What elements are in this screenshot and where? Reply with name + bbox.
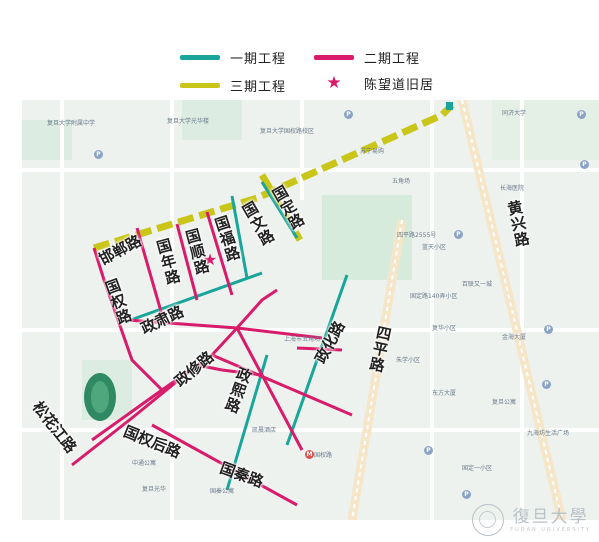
poi-label: 国定一小区 bbox=[462, 465, 493, 472]
park-area bbox=[182, 100, 242, 140]
phase3-guoding-road bbox=[258, 173, 304, 242]
parking-icon: P bbox=[542, 380, 551, 389]
legend-item-phase3: 三期工程 bbox=[180, 76, 286, 95]
legend-item-phase1: 一期工程 bbox=[180, 48, 286, 67]
legend-item-landmark: ★ 陈望道旧居 bbox=[314, 73, 435, 94]
poi-label: 东方大厦 bbox=[432, 390, 457, 397]
huangxing-road-base bbox=[457, 100, 567, 520]
stadium-inner bbox=[91, 381, 109, 413]
poi-label: 九海坊生活广场 bbox=[527, 430, 570, 437]
poi-label: 复旦大学国权路校区 bbox=[260, 128, 315, 135]
poi-label: 金海大厦 bbox=[502, 334, 527, 341]
legend-label-phase2: 二期工程 bbox=[364, 52, 421, 67]
parking-icon: P bbox=[580, 160, 589, 169]
legend-label-phase1: 一期工程 bbox=[230, 52, 287, 67]
parking-icon: P bbox=[454, 230, 463, 239]
poi-label: 国秦公寓 bbox=[210, 488, 235, 495]
poi-label: 朱学小区 bbox=[396, 357, 421, 364]
poi-label: 中通公寓 bbox=[132, 460, 157, 467]
logo-text: 復旦大學 FUDAN UNIVERSITY bbox=[510, 506, 591, 533]
fudan-logo: 復旦大學 FUDAN UNIVERSITY bbox=[472, 504, 591, 536]
parking-icon: P bbox=[94, 150, 103, 159]
map[interactable]: ★ 复旦大学附属中学 复旦大学光华楼 复旦大学国权路校区 同济大学 苏宁易购 五… bbox=[22, 100, 599, 520]
poi-label: 复旦大学光华楼 bbox=[167, 118, 210, 125]
logo-english: FUDAN UNIVERSITY bbox=[510, 526, 591, 533]
poi-label: 百联又一城 bbox=[462, 281, 493, 288]
star-icon: ★ bbox=[326, 73, 342, 93]
parking-icon: P bbox=[424, 446, 433, 455]
poi-label: 上海市五角场 bbox=[284, 336, 321, 343]
poi-label: 复旦大学附属中学 bbox=[47, 120, 96, 127]
metro-station-icon: M bbox=[305, 450, 314, 459]
poi-label: 复旦光华 bbox=[142, 486, 167, 493]
legend: 一期工程 二期工程 三期工程 ★ 陈望道旧居 bbox=[0, 0, 599, 100]
legend-label-landmark: 陈望道旧居 bbox=[364, 78, 435, 93]
parking-icon: P bbox=[577, 110, 586, 119]
poi-label: 五角场 bbox=[392, 178, 411, 185]
phase2-roads bbox=[71, 211, 353, 507]
legend-label-phase3: 三期工程 bbox=[230, 80, 287, 95]
poi-label: 复华小区 bbox=[432, 325, 457, 332]
poi-label: 四平路2555号 bbox=[397, 232, 437, 239]
poi-label: 复旦公寓 bbox=[492, 399, 517, 406]
poi-label: 国权路 bbox=[314, 452, 333, 459]
legend-swatch-phase2 bbox=[314, 55, 354, 60]
poi-label: 蓝天小区 bbox=[422, 244, 447, 251]
poi-label: 苏宁易购 bbox=[360, 148, 385, 155]
phase1-marker bbox=[446, 102, 453, 110]
park-area bbox=[492, 100, 599, 160]
parking-icon: P bbox=[544, 325, 553, 334]
poi-label: 国定路140弄小区 bbox=[410, 293, 458, 300]
poi-label: 长海医院 bbox=[500, 185, 525, 192]
legend-swatch-phase3 bbox=[180, 83, 220, 88]
parking-icon: P bbox=[462, 490, 471, 499]
logo-chinese: 復旦大學 bbox=[512, 506, 589, 527]
poi-label: 凯晨酒店 bbox=[252, 427, 277, 434]
legend-swatch-phase1 bbox=[180, 55, 220, 60]
siping-road-center bbox=[351, 219, 403, 520]
fudan-seal-icon bbox=[472, 504, 505, 536]
landmark-star-icon: ★ bbox=[203, 250, 217, 269]
parking-icon: P bbox=[344, 110, 353, 119]
poi-label: 同济大学 bbox=[502, 110, 527, 117]
legend-item-phase2: 二期工程 bbox=[314, 48, 420, 67]
phase1-roads bbox=[124, 181, 349, 491]
